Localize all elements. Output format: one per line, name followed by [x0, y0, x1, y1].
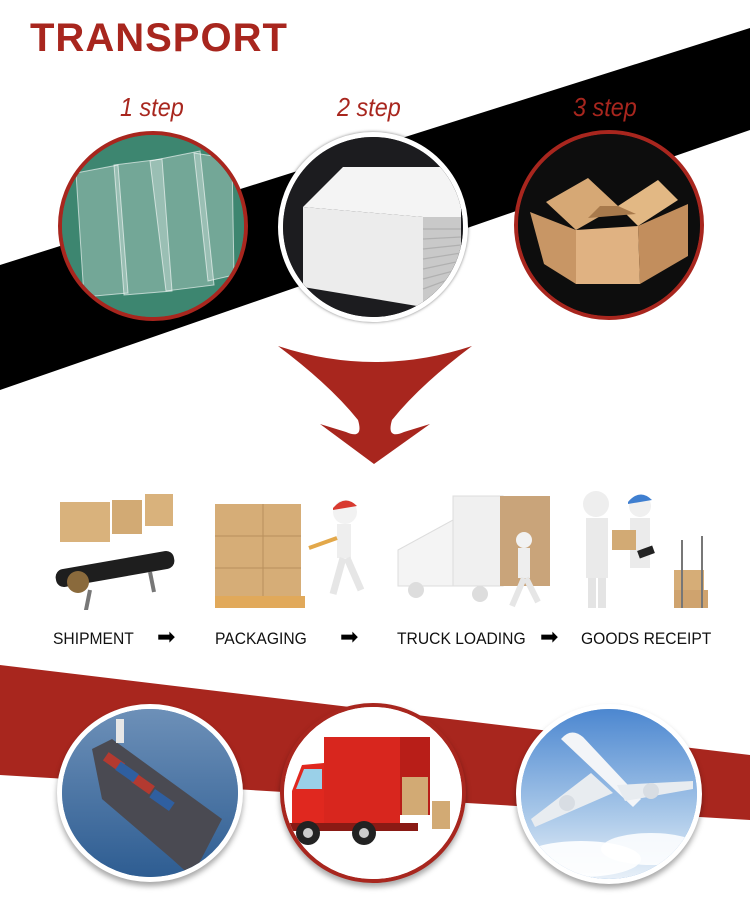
step-2-label: 2 step [337, 92, 401, 122]
truck-loading-image [388, 490, 553, 610]
process-label-shipment: SHIPMENT [53, 629, 134, 648]
right-arrow-icon: ➡ [340, 624, 359, 649]
goods-receipt-image [578, 490, 738, 610]
shipment-image [40, 490, 185, 616]
foam-sheets-image [278, 132, 468, 322]
plastic-bags-image [58, 131, 248, 321]
step-1-label: 1 step [120, 92, 184, 122]
packaging-image [205, 488, 375, 613]
red-truck-image [280, 703, 466, 883]
container-ship-image [57, 704, 243, 882]
process-label-truck-loading: TRUCK LOADING [397, 629, 526, 648]
right-arrow-icon: ➡ [157, 624, 176, 649]
step-3-label: 3 step [573, 92, 637, 122]
process-label-goods-receipt: GOODS RECEIPT [581, 629, 712, 648]
cardboard-box-image [514, 130, 704, 320]
airplane-image [516, 704, 702, 884]
process-label-packaging: PACKAGING [215, 629, 307, 648]
down-arrow-icon [278, 346, 472, 464]
right-arrow-icon: ➡ [540, 624, 559, 649]
page-title: TRANSPORT [30, 16, 288, 60]
